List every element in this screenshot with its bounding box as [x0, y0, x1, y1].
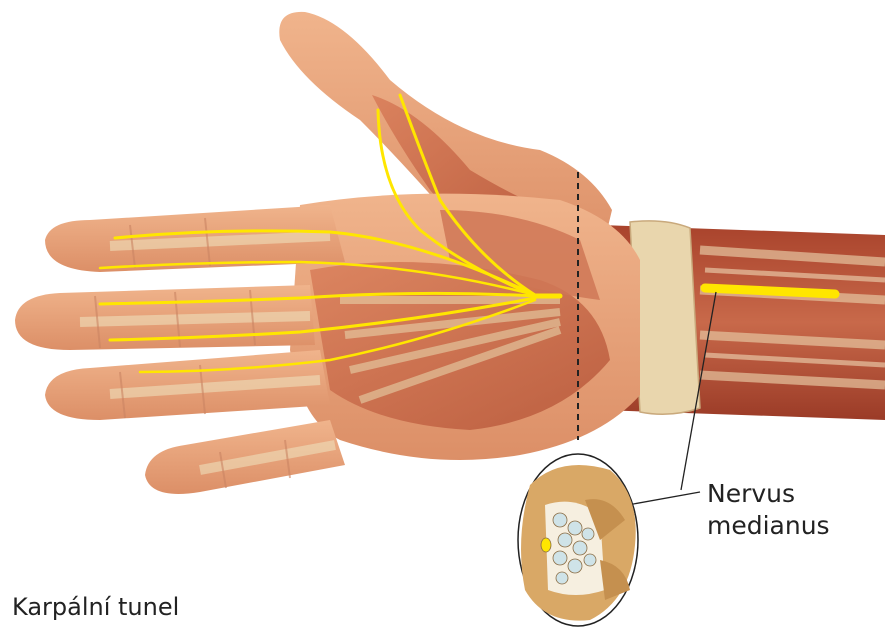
carpal-tunnel-cross-section-icon: [518, 454, 638, 626]
carpal-tunnel-label: Karpální tunel: [12, 592, 179, 622]
forearm-nerve-segment: [705, 288, 835, 294]
nerve-label-line1: Nervus: [707, 478, 830, 510]
cross-section-nerve: [541, 538, 551, 552]
wrist-retinaculum: [630, 221, 700, 414]
nerve-label: Nervus medianus: [707, 478, 830, 542]
nerve-label-line2: medianus: [707, 510, 830, 542]
